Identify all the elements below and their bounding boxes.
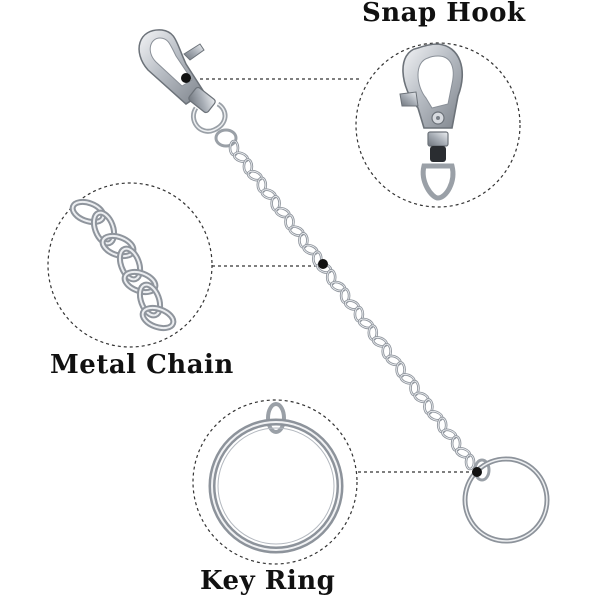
snap-hook-closeup xyxy=(399,43,463,201)
main-chain xyxy=(228,139,476,471)
key-ring-closeup xyxy=(208,402,344,554)
snap-hook-callout-circle xyxy=(355,42,521,208)
snap-hook-label: Snap Hook xyxy=(362,0,526,28)
chain-link-highlight xyxy=(138,283,162,317)
main-snap-hook xyxy=(138,29,238,148)
key-ring-callout-circle xyxy=(192,399,358,565)
chain-link-highlight xyxy=(141,306,175,330)
chain-link-highlight xyxy=(465,454,475,470)
key-ring-label: Key Ring xyxy=(200,566,336,596)
chain-link-highlight xyxy=(71,200,105,224)
chain-link-highlight xyxy=(118,247,142,281)
metal-chain-closeup xyxy=(69,198,177,332)
main-key-ring xyxy=(462,456,550,544)
metal-chain-marker-dot xyxy=(318,259,328,269)
metal-chain-callout-circle xyxy=(47,182,213,348)
metal-chain-label: Metal Chain xyxy=(50,350,234,380)
chain-link-highlight xyxy=(92,211,116,245)
